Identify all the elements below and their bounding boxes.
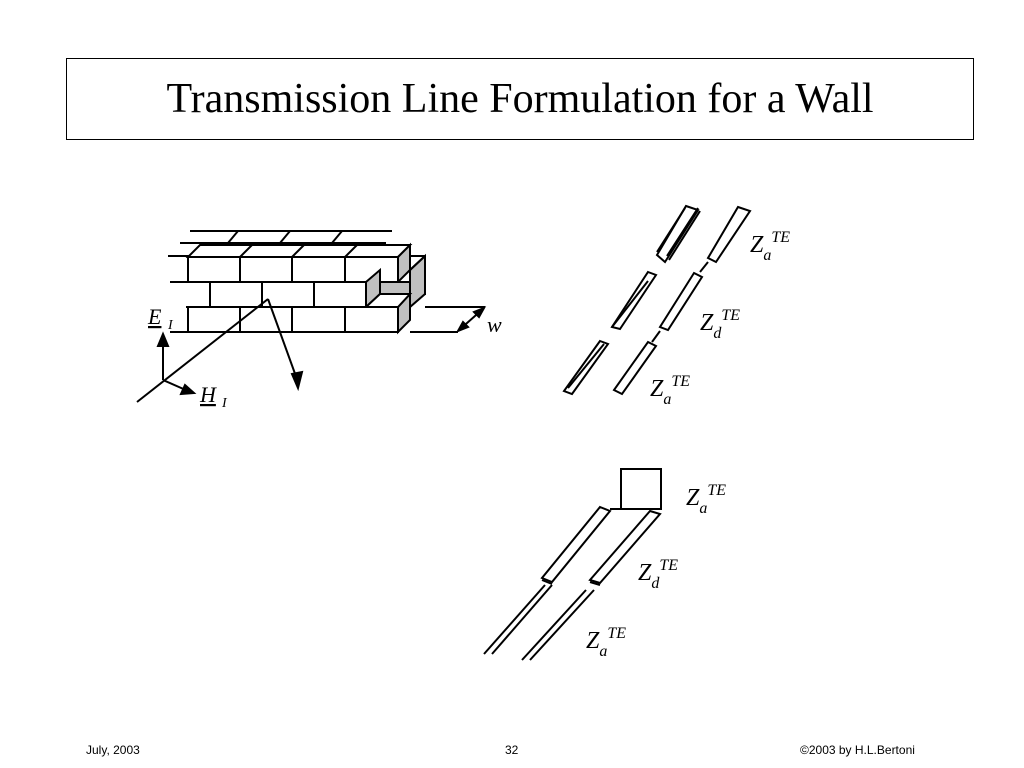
title-box: Transmission Line Formulation for a Wall — [66, 58, 974, 140]
brick-wall — [168, 230, 426, 335]
footer-date: July, 2003 — [86, 743, 140, 757]
svg-text:H: H — [199, 382, 217, 407]
incident-rays — [136, 298, 304, 403]
line2-label-zd: ZdTE — [638, 557, 678, 592]
line1-label-za-top: ZaTE — [750, 229, 790, 264]
transmission-line-diagram-1 — [562, 204, 752, 396]
svg-text:I: I — [221, 396, 228, 411]
field-axes — [156, 331, 197, 396]
svg-text:ZaTE: ZaTE — [686, 482, 726, 517]
footer-copyright: ©2003 by H.L.Bertoni — [800, 743, 915, 757]
width-dimension — [410, 306, 487, 333]
svg-text:ZdTE: ZdTE — [700, 307, 740, 342]
svg-text:ZaTE: ZaTE — [650, 373, 690, 408]
wall-bottom-course — [170, 291, 413, 335]
svg-text:I: I — [167, 318, 174, 333]
termination-box — [620, 468, 662, 510]
h-field-label: H I — [199, 382, 228, 411]
e-field-label: E I — [147, 304, 174, 333]
slide-title: Transmission Line Formulation for a Wall — [166, 76, 874, 122]
transmission-line-diagram-2 — [483, 468, 662, 661]
wall-back-row — [168, 230, 392, 257]
line2-label-za-bottom: ZaTE — [586, 625, 626, 660]
line1-label-zd: ZdTE — [700, 307, 740, 342]
wall-top-course — [170, 242, 413, 285]
line2-label-za-top: ZaTE — [686, 482, 726, 517]
line1-label-za-bottom: ZaTE — [650, 373, 690, 408]
svg-text:ZaTE: ZaTE — [586, 625, 626, 660]
width-label: w — [487, 312, 502, 337]
svg-text:ZaTE: ZaTE — [750, 229, 790, 264]
footer-page-number: 32 — [505, 743, 519, 757]
wall-middle-course — [186, 253, 426, 310]
svg-text:ZdTE: ZdTE — [638, 557, 678, 592]
svg-text:E: E — [147, 304, 162, 329]
